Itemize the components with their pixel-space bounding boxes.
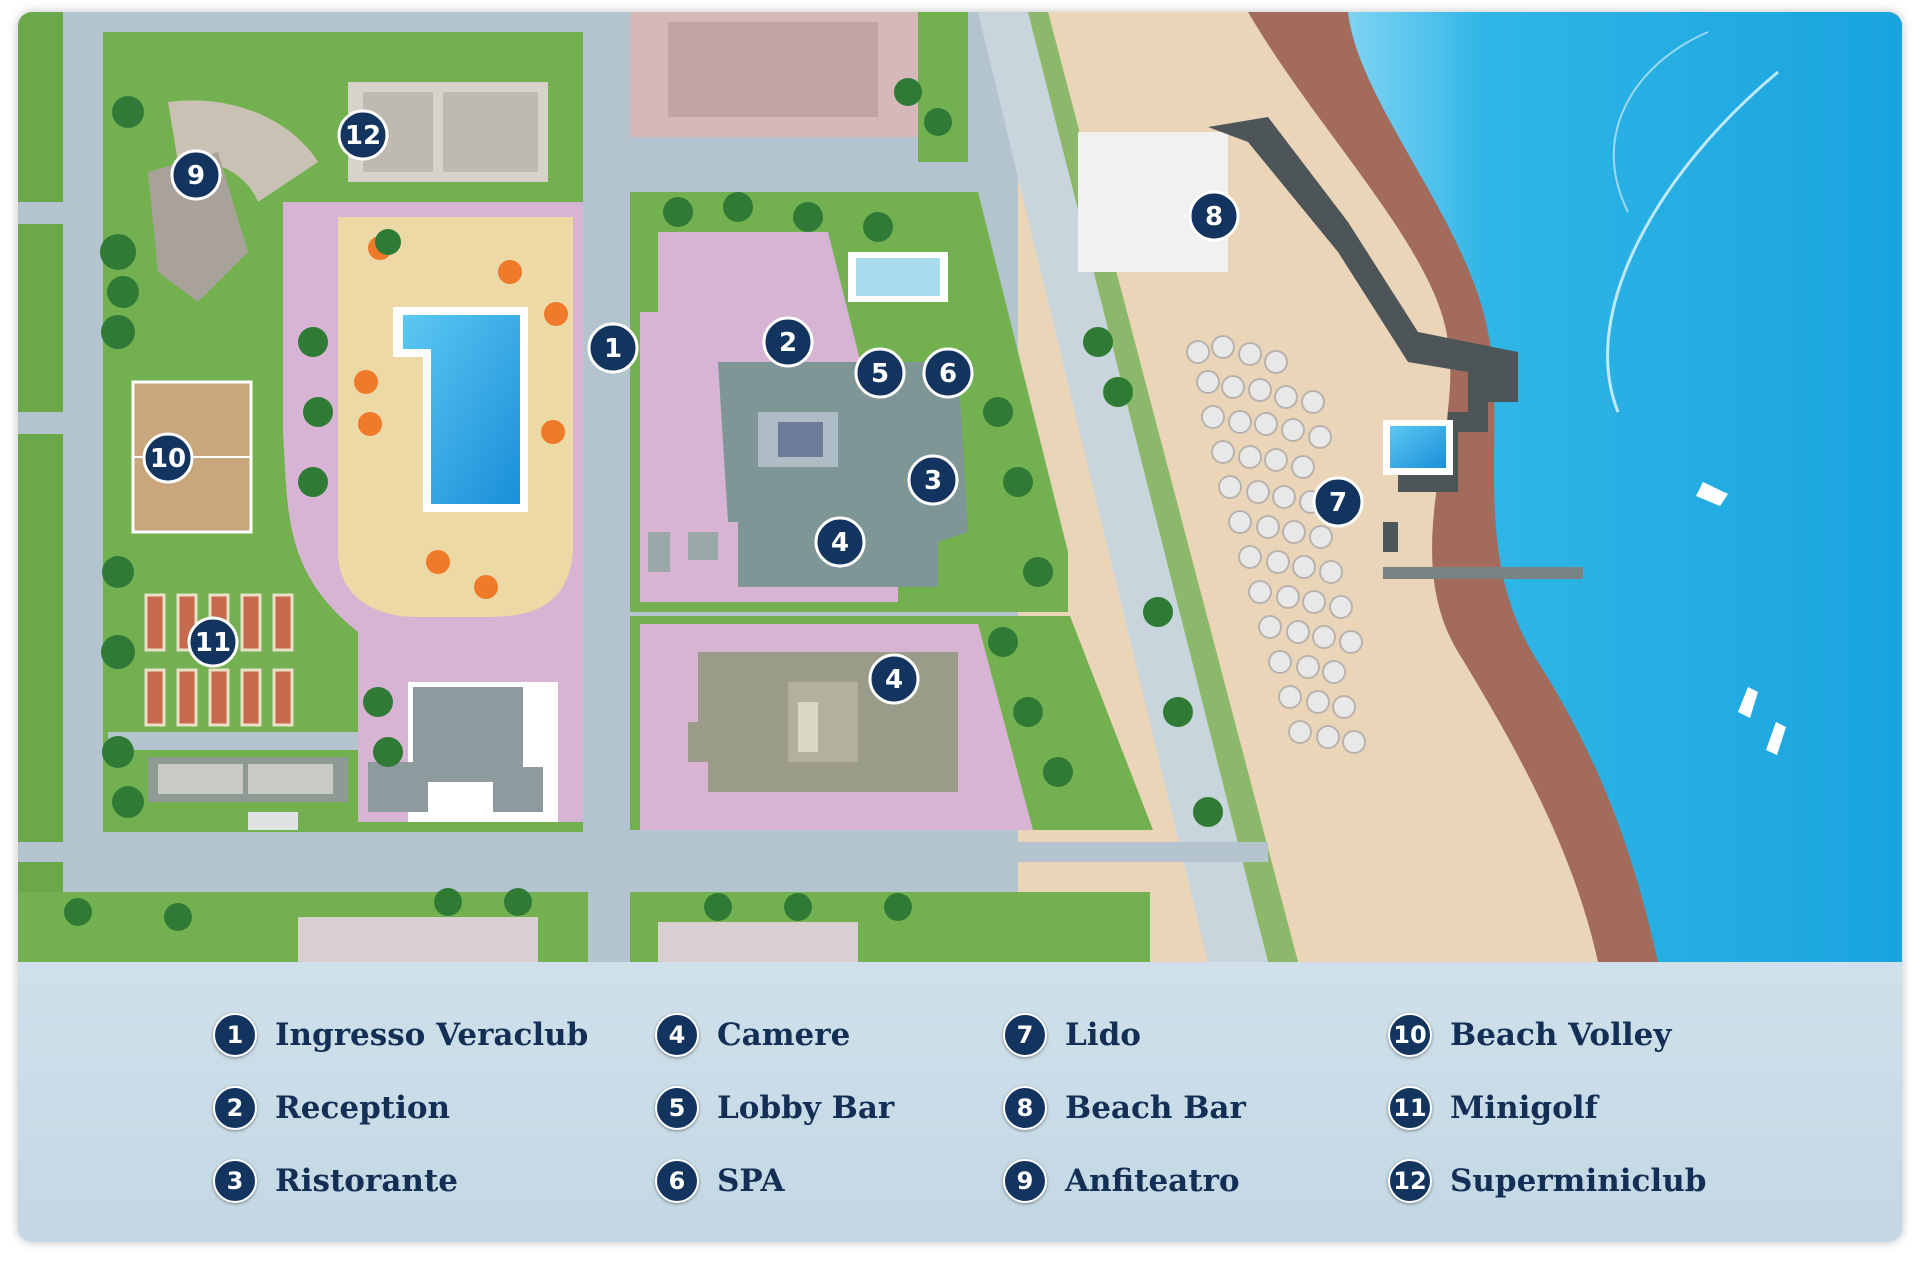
legend-number: 6 [655, 1159, 699, 1203]
legend-item-minigolf[interactable]: 11 Minigolf [1388, 1085, 1598, 1131]
legend-label: Ingresso Veraclub [275, 1017, 589, 1053]
legend-label: Reception [275, 1090, 451, 1126]
svg-text:10: 10 [150, 444, 186, 474]
legend-number: 2 [213, 1086, 257, 1130]
resort-map-frame: 1 2 3 4 4 5 6 7 8 9 10 11 12 1 Ingresso … [18, 12, 1902, 1242]
legend-label: Lido [1065, 1017, 1141, 1053]
legend-label: SPA [717, 1163, 785, 1199]
legend-item-anfiteatro[interactable]: 9 Anfiteatro [1003, 1158, 1240, 1204]
svg-text:1: 1 [604, 334, 622, 364]
legend-label: Camere [717, 1017, 851, 1053]
legend-item-spa[interactable]: 6 SPA [655, 1158, 785, 1204]
legend-label: Superminiclub [1450, 1163, 1707, 1199]
marker-minigolf[interactable]: 11 [187, 616, 239, 668]
sea [1348, 12, 1902, 962]
svg-text:4: 4 [885, 665, 903, 695]
legend-item-superminiclub[interactable]: 12 Superminiclub [1388, 1158, 1706, 1204]
legend-number: 1 [213, 1013, 257, 1057]
svg-text:11: 11 [195, 628, 231, 658]
legend-number: 8 [1003, 1086, 1047, 1130]
svg-text:2: 2 [779, 328, 797, 358]
legend-label: Anfiteatro [1065, 1163, 1240, 1199]
marker-ristorante[interactable]: 3 [907, 454, 959, 506]
legend-item-beach-bar[interactable]: 8 Beach Bar [1003, 1085, 1246, 1131]
legend-number: 4 [655, 1013, 699, 1057]
trees [64, 78, 1223, 931]
legend-item-camere[interactable]: 4 Camere [655, 1012, 850, 1058]
svg-text:6: 6 [939, 359, 957, 389]
marker-spa[interactable]: 6 [922, 347, 974, 399]
marker-ingresso[interactable]: 1 [587, 322, 639, 374]
marker-beach-bar[interactable]: 8 [1188, 190, 1240, 242]
boat-icon [1696, 482, 1728, 506]
legend-number: 7 [1003, 1013, 1047, 1057]
boat-icon [1766, 722, 1786, 755]
boat-icon [1738, 687, 1758, 718]
svg-text:4: 4 [831, 528, 849, 558]
marker-camere-2[interactable]: 4 [868, 653, 920, 705]
marker-superminiclub[interactable]: 12 [337, 109, 389, 161]
legend-number: 3 [213, 1159, 257, 1203]
legend-label: Ristorante [275, 1163, 458, 1199]
marker-anfiteatro[interactable]: 9 [170, 149, 222, 201]
amphitheater [168, 100, 318, 202]
marker-beach-volley[interactable]: 10 [142, 432, 194, 484]
legend-number: 5 [655, 1086, 699, 1130]
resort-map: 1 2 3 4 4 5 6 7 8 9 10 11 12 [18, 12, 1902, 962]
legend-number: 11 [1388, 1086, 1432, 1130]
legend-item-reception[interactable]: 2 Reception [213, 1085, 450, 1131]
legend-item-ingresso[interactable]: 1 Ingresso Veraclub [213, 1012, 588, 1058]
legend-item-beach-volley[interactable]: 10 Beach Volley [1388, 1012, 1671, 1058]
legend-number: 9 [1003, 1159, 1047, 1203]
legend-number: 10 [1388, 1013, 1432, 1057]
marker-lido[interactable]: 7 [1312, 476, 1364, 528]
svg-text:9: 9 [187, 161, 205, 191]
legend-item-lobby-bar[interactable]: 5 Lobby Bar [655, 1085, 894, 1131]
svg-text:8: 8 [1205, 202, 1223, 232]
svg-text:7: 7 [1329, 488, 1347, 518]
legend-label: Lobby Bar [717, 1090, 895, 1126]
legend-number: 12 [1388, 1159, 1432, 1203]
marker-camere[interactable]: 4 [814, 516, 866, 568]
svg-text:12: 12 [345, 121, 381, 151]
map-legend: 1 Ingresso Veraclub 2 Reception 3 Ristor… [18, 962, 1902, 1242]
svg-text:5: 5 [871, 359, 889, 389]
legend-label: Beach Bar [1065, 1090, 1246, 1126]
svg-text:3: 3 [924, 466, 942, 496]
swimming-pool [403, 315, 520, 504]
marker-lobby-bar[interactable]: 5 [854, 347, 906, 399]
legend-label: Beach Volley [1450, 1017, 1672, 1053]
legend-item-ristorante[interactable]: 3 Ristorante [213, 1158, 458, 1204]
legend-item-lido[interactable]: 7 Lido [1003, 1012, 1141, 1058]
beach-umbrellas [1186, 335, 1366, 754]
marker-reception[interactable]: 2 [762, 316, 814, 368]
legend-label: Minigolf [1450, 1090, 1598, 1126]
